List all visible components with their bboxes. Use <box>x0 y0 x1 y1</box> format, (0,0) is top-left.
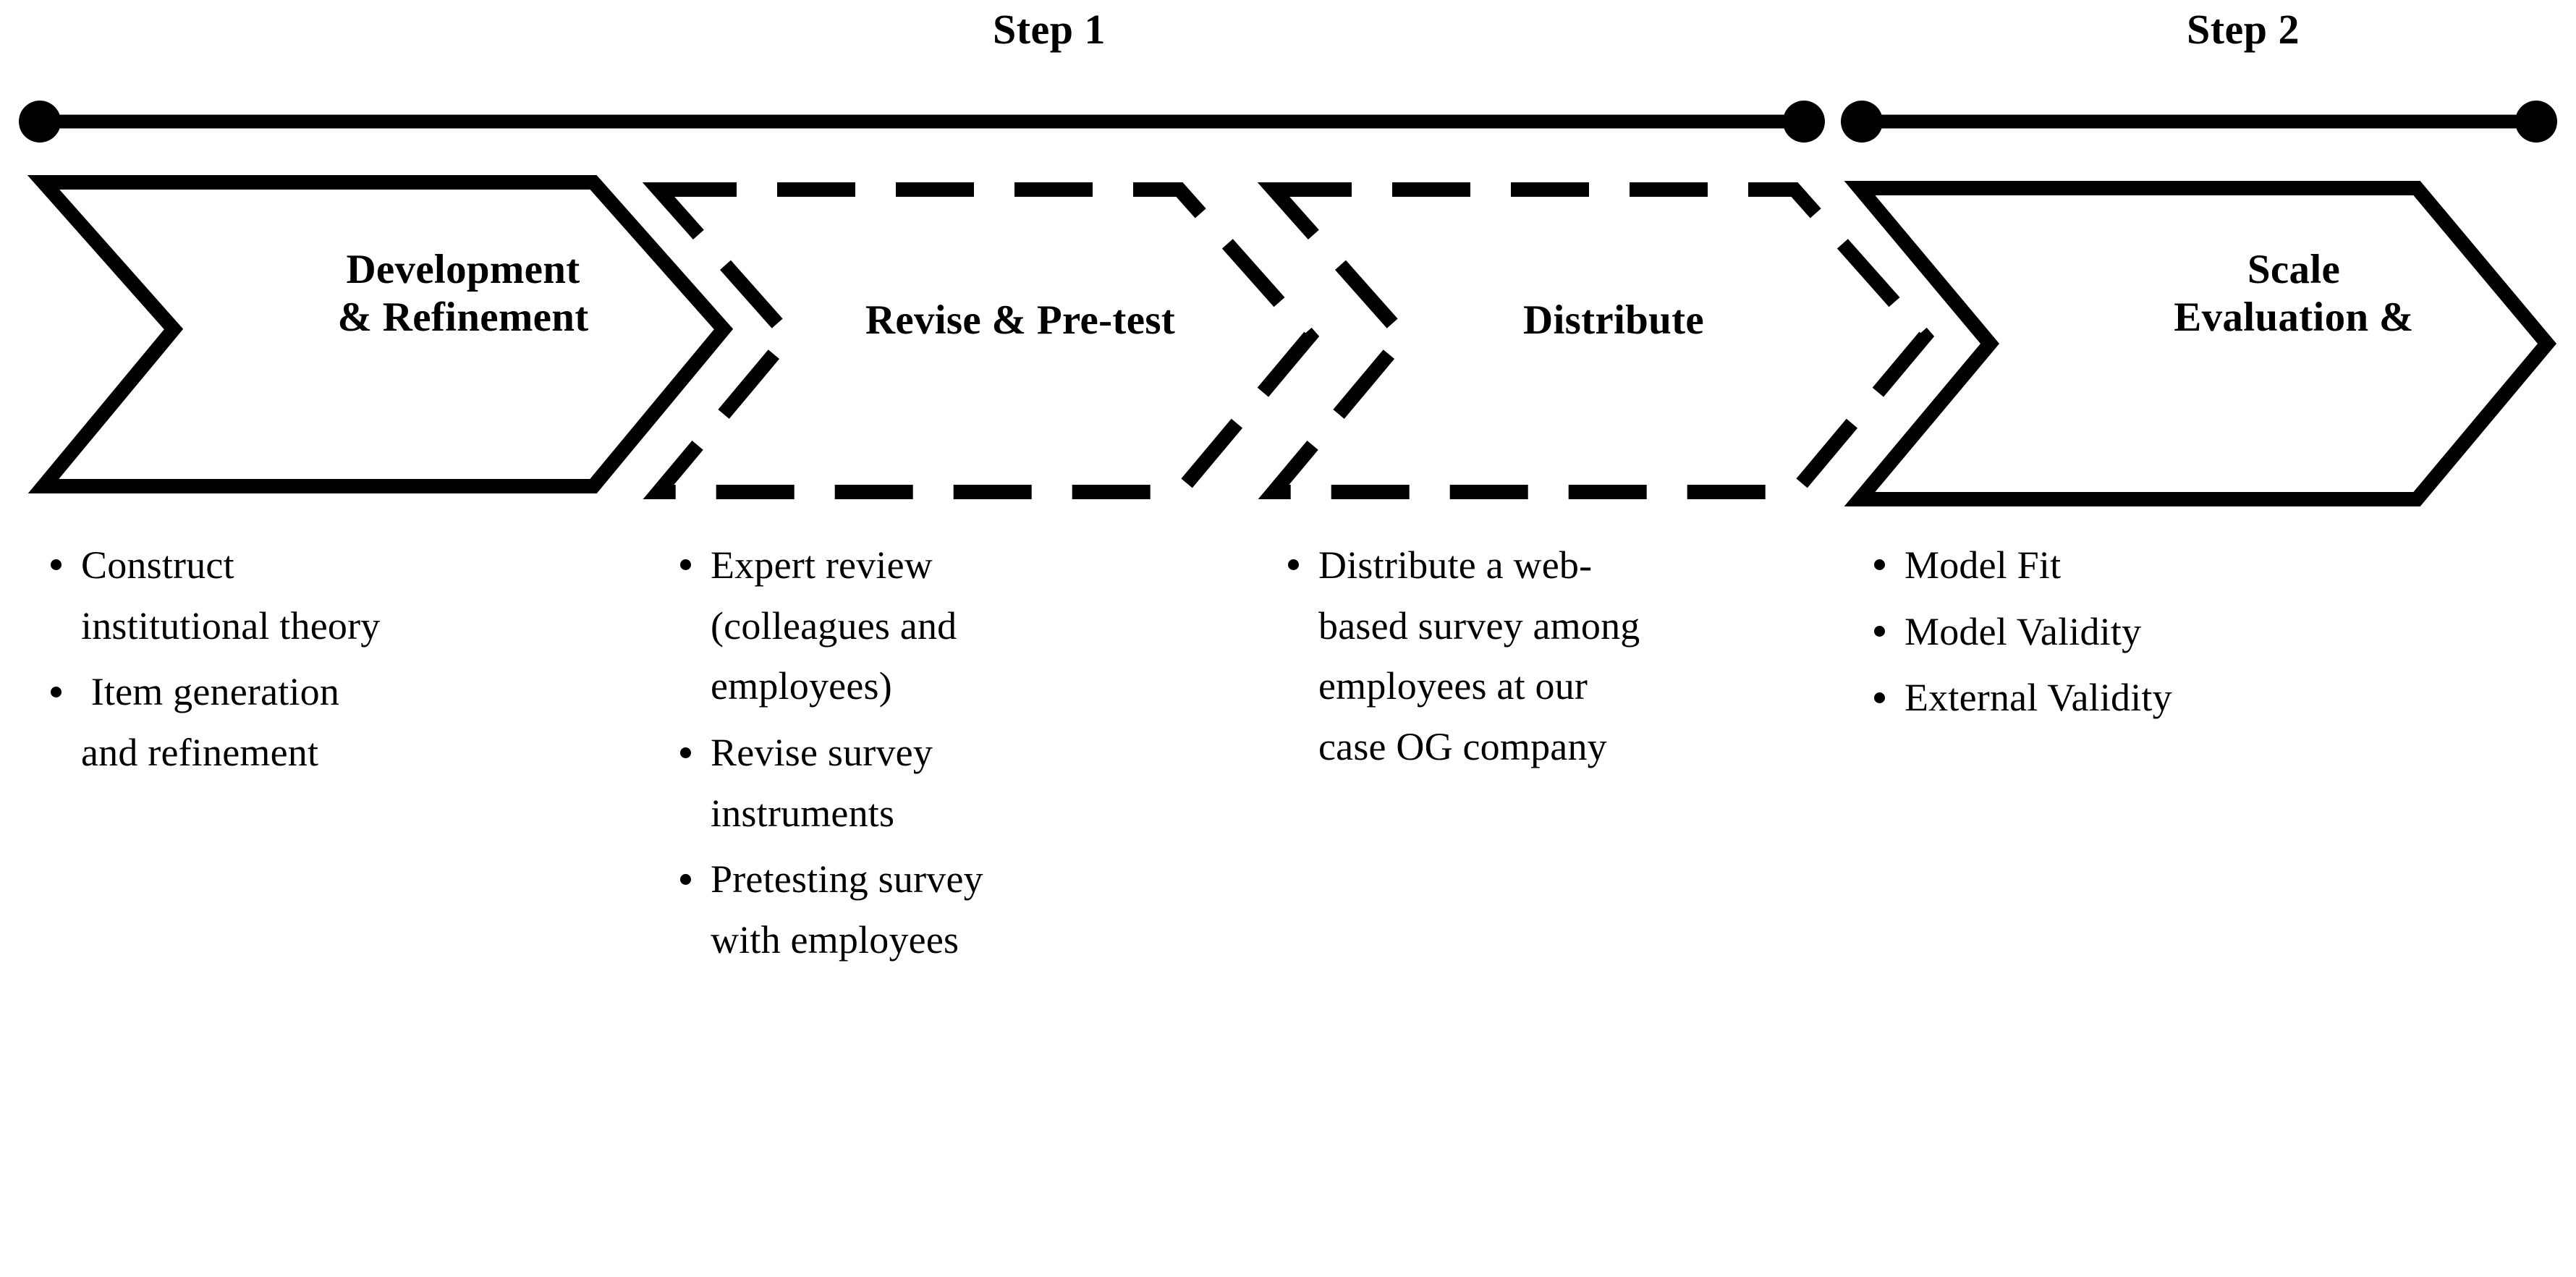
bullet-dot-icon <box>51 686 62 697</box>
timeline-start-node-step-1 <box>19 101 61 143</box>
bullet-column-distribute: Distribute a web- based survey among emp… <box>1259 535 1852 784</box>
bullet-column-revise-pretest: Expert review (colleagues and employees)… <box>651 535 1259 977</box>
list-item: Expert review (colleagues and employees) <box>673 535 1237 717</box>
bullet-dot-icon <box>1874 626 1885 637</box>
bullet-dot-icon <box>680 747 691 758</box>
list-item: Model Validity <box>1867 602 2554 663</box>
list-item-text: Revise survey instruments <box>711 731 933 835</box>
bullet-list: Distribute a web- based survey among emp… <box>1281 535 1831 778</box>
list-item-text: Pretesting survey with employees <box>711 857 983 962</box>
list-item: Revise survey instruments <box>673 723 1237 844</box>
timeline-step-1 <box>19 101 1825 143</box>
bullet-list: Model Fit Model Validity External Validi… <box>1867 535 2554 729</box>
timeline-start-node-step-2 <box>1841 101 1883 143</box>
stage-label-scale-evaluation: Scale Evaluation & <box>2174 247 2414 340</box>
list-item-text: External Validity <box>1905 676 2172 720</box>
list-item: Item generation and refinement <box>43 662 630 783</box>
list-item-text: Item generation and refinement <box>81 670 340 775</box>
bullet-column-development-refinement: Construct institutional theory Item gene… <box>0 535 651 789</box>
stage-label-revise-pretest: Revise & Pre-test <box>865 297 1176 343</box>
bullet-dot-icon <box>680 873 691 885</box>
bullet-dot-icon <box>51 559 62 571</box>
list-item-text: Expert review (colleagues and employees) <box>711 543 957 708</box>
chevron-shape-scale-evaluation <box>1844 181 2557 506</box>
timeline-end-node-step-1 <box>1783 101 1825 143</box>
timeline-end-node-step-2 <box>2515 101 2557 143</box>
list-item: Pretesting survey with employees <box>673 849 1237 970</box>
bullet-dot-icon <box>1874 692 1885 703</box>
list-item: External Validity <box>1867 668 2554 729</box>
list-item-text: Distribute a web- based survey among emp… <box>1318 543 1640 769</box>
list-item-text: Construct institutional theory <box>81 543 381 648</box>
bullet-dot-icon <box>1874 559 1885 571</box>
bullet-list: Expert review (colleagues and employees)… <box>673 535 1237 971</box>
bullet-dot-icon <box>1288 559 1299 571</box>
step-label-2: Step 2 <box>2186 6 2300 53</box>
chevron-shape-distribute <box>1257 182 1935 499</box>
list-item: Construct institutional theory <box>43 535 630 656</box>
chevron-shape-revise-pretest <box>642 182 1320 499</box>
list-item: Distribute a web- based survey among emp… <box>1281 535 1831 778</box>
list-item-text: Model Validity <box>1905 609 2142 653</box>
stage-label-development-refinement: Development & Refinement <box>337 247 589 340</box>
step-label-1: Step 1 <box>992 6 1106 53</box>
bullet-column-scale-evaluation: Model Fit Model Validity External Validi… <box>1852 535 2576 734</box>
list-item-text: Model Fit <box>1905 543 2062 587</box>
timeline-step-2 <box>1841 101 2557 143</box>
bullet-dot-icon <box>680 559 691 571</box>
list-item: Model Fit <box>1867 535 2554 596</box>
stage-details-columns: Construct institutional theory Item gene… <box>0 535 2576 1273</box>
bullet-list: Construct institutional theory Item gene… <box>43 535 630 784</box>
stage-label-distribute: Distribute <box>1523 297 1704 343</box>
chevron-shape-development-refinement <box>27 175 734 493</box>
